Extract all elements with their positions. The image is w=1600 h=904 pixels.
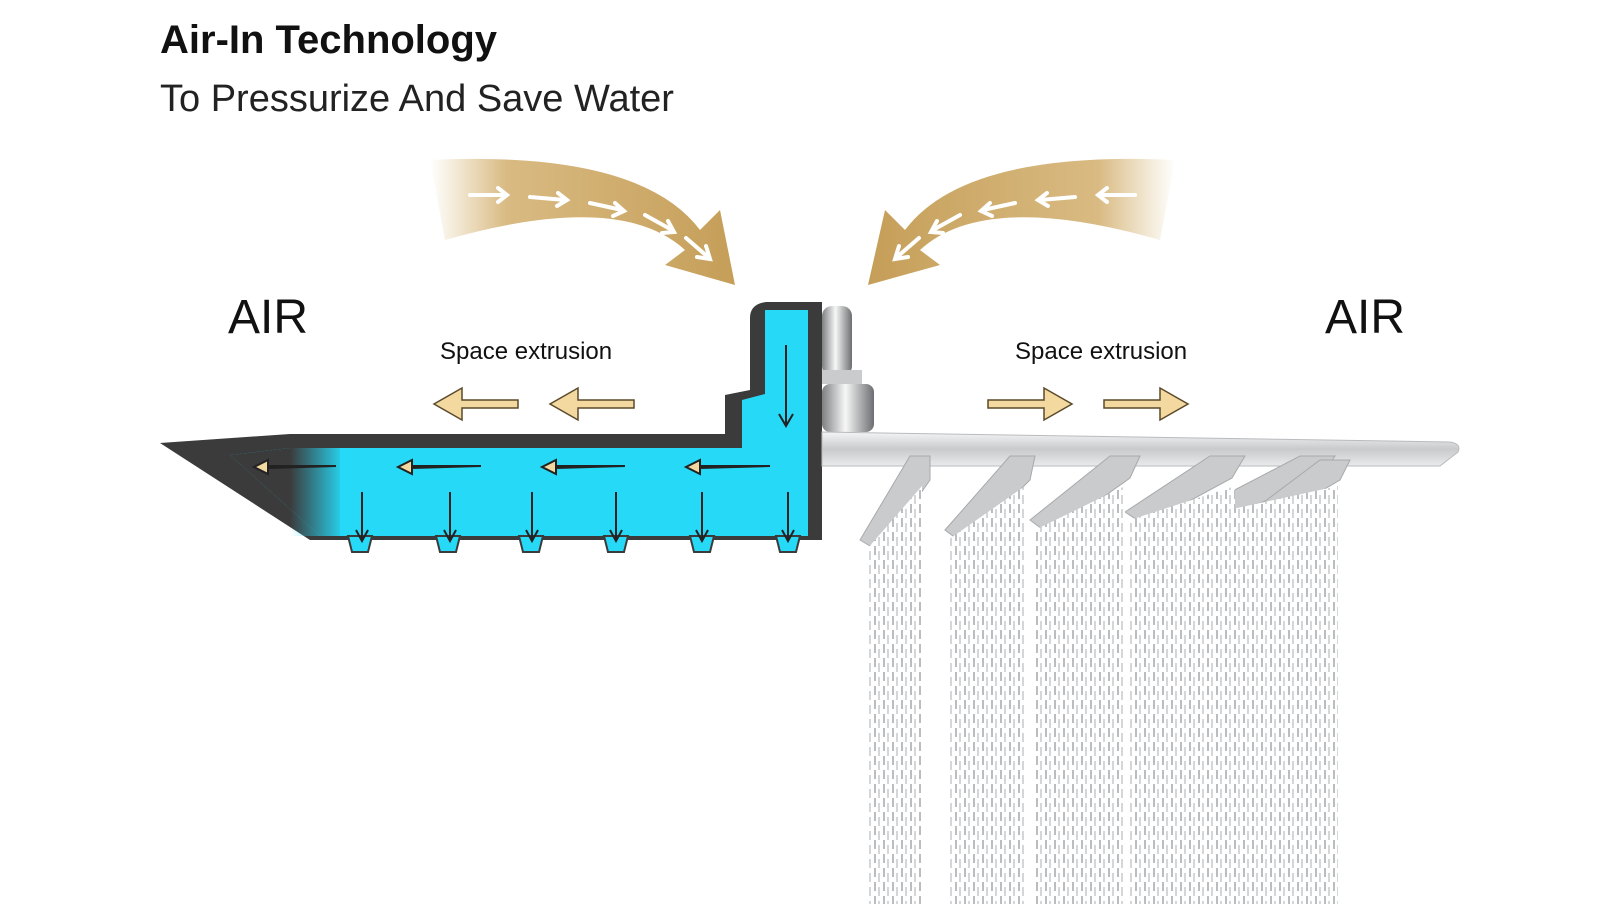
page-title: Air-In Technology [160,18,498,62]
extrusion-arrows-right [987,386,1190,422]
space-extrusion-label-right: Space extrusion [1015,338,1188,365]
air-intake-arrow-right [868,158,1175,285]
water-streams [868,486,1338,904]
air-label-right: AIR [1325,291,1406,344]
air-intake-arrow-left [430,158,735,285]
extrusion-arrows-left [432,386,635,422]
shower-head-cutaway [160,302,822,553]
page-subtitle: To Pressurize And Save Water [160,78,674,120]
space-extrusion-label-left: Space extrusion [440,338,613,365]
air-label-left: AIR [228,291,309,344]
chrome-connector [822,306,874,432]
